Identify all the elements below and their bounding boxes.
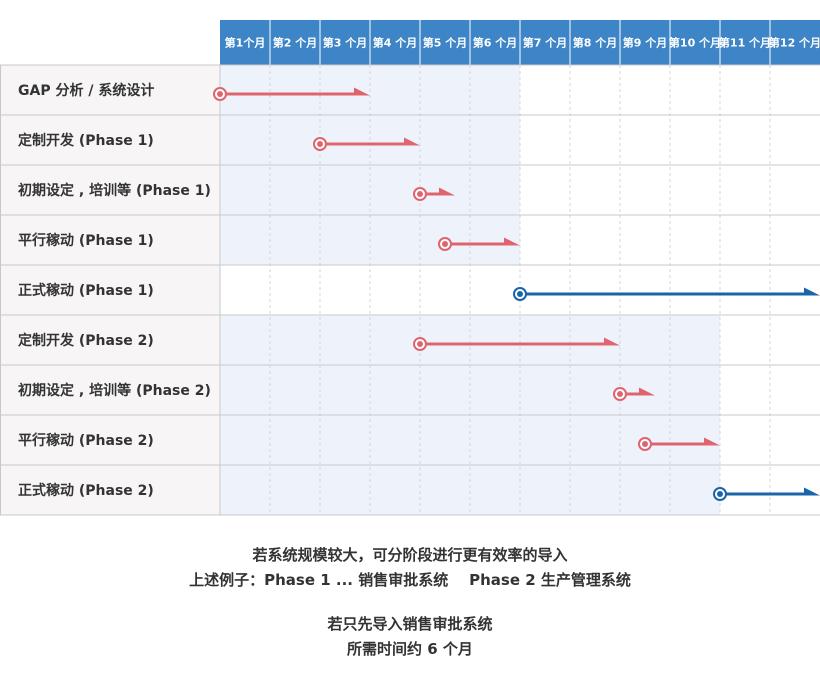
task-label: 定制开发 (Phase 2) (18, 332, 154, 349)
caption-line-3: 若只先导入销售审批系统 (327, 615, 493, 633)
month-header-label: 第8 个月 (573, 36, 617, 50)
month-header-label: 第9 个月 (623, 36, 667, 50)
task-arrowhead (404, 137, 420, 146)
month-header-label: 第4 个月 (373, 36, 417, 50)
task-start-dot (642, 441, 648, 447)
task-start-dot (217, 91, 223, 97)
month-header-label: 第12 个月 (769, 36, 820, 50)
task-arrowhead (504, 237, 520, 246)
caption-line-2: 上述例子：Phase 1 ... 销售审批系统 Phase 2 生产管理系统 (189, 571, 631, 589)
task-start-dot (517, 291, 523, 297)
gantt-chart: 第1个月第2 个月第3 个月第4 个月第5 个月第6 个月第7 个月第8 个月第… (0, 20, 820, 516)
task-start-dot (417, 341, 423, 347)
task-label: 正式稼动 (Phase 2) (18, 482, 154, 499)
task-label: 初期设定 , 培训等 (Phase 2) (18, 382, 211, 399)
month-header-label: 第1个月 (225, 36, 266, 50)
task-arrowhead (604, 337, 620, 346)
label-column-background (0, 65, 220, 515)
month-header-label: 第10 个月 (669, 36, 721, 50)
task-start-dot (617, 391, 623, 397)
caption-block-phases: 若系统规模较大，可分阶段进行更有效率的导入 上述例子：Phase 1 ... 销… (0, 543, 820, 593)
task-arrowhead (639, 387, 655, 396)
month-header-label: 第11 个月 (719, 36, 771, 50)
task-label: 初期设定 , 培训等 (Phase 1) (18, 182, 211, 199)
month-header-label: 第2 个月 (273, 36, 317, 50)
task-start-dot (442, 241, 448, 247)
task-start-dot (317, 141, 323, 147)
task-start-dot (717, 491, 723, 497)
task-label: 定制开发 (Phase 1) (18, 132, 154, 149)
task-arrowhead (804, 487, 820, 496)
task-start-dot (417, 191, 423, 197)
month-header-label: 第5 个月 (423, 36, 467, 50)
task-label: 平行稼动 (Phase 2) (18, 432, 154, 449)
caption-line-1: 若系统规模较大，可分阶段进行更有效率的导入 (252, 546, 568, 564)
month-header-label: 第3 个月 (323, 36, 367, 50)
task-label: 平行稼动 (Phase 1) (18, 232, 154, 249)
task-arrowhead (704, 437, 720, 446)
task-label: 正式稼动 (Phase 1) (18, 282, 154, 299)
caption-block-duration: 若只先导入销售审批系统 所需时间约 6 个月 (0, 612, 820, 662)
caption-line-4: 所需时间约 6 个月 (347, 640, 473, 658)
month-header-label: 第6 个月 (473, 36, 517, 50)
task-arrowhead (804, 287, 820, 296)
task-arrowhead (354, 87, 370, 96)
task-label: GAP 分析 / 系统设计 (18, 82, 154, 99)
task-arrowhead (439, 187, 455, 196)
month-header-label: 第7 个月 (523, 36, 567, 50)
